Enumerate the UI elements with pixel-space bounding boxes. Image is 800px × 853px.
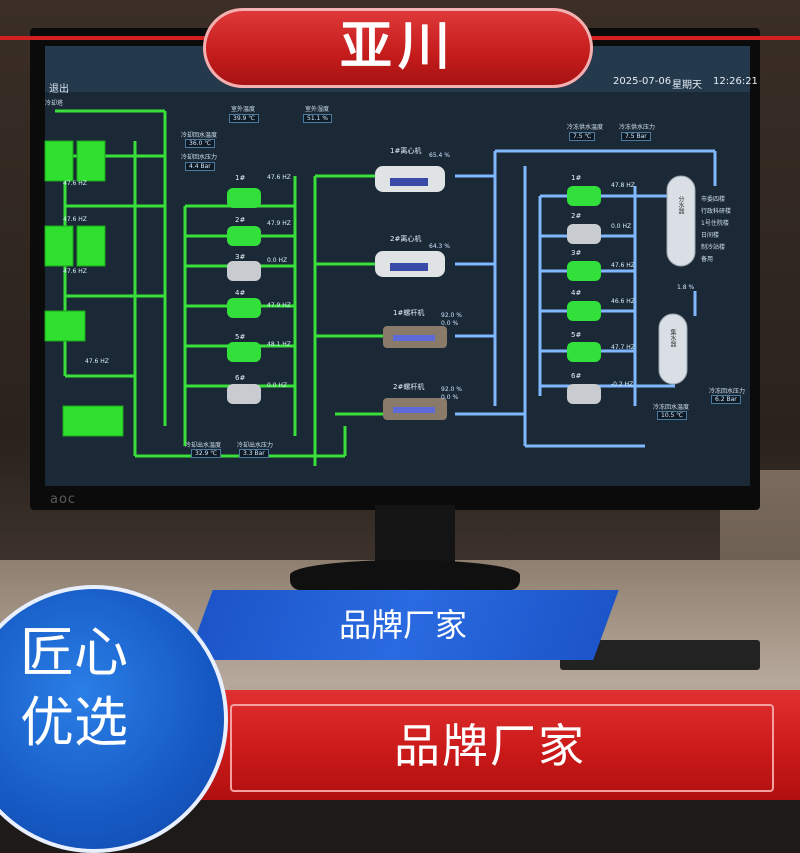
- tower-freq: 47.6 HZ: [85, 358, 109, 365]
- bypass-valve-value: 1.8 %: [677, 284, 695, 291]
- monitor-stand-base: [290, 560, 520, 590]
- chilled-pump-freq: 47.8 HZ: [611, 182, 635, 189]
- monitor-brand-logo: aoc: [50, 492, 77, 507]
- cooling-pump-name: 2#: [235, 216, 246, 224]
- chiller-load-secondary: 0.0 %: [441, 394, 459, 401]
- branch-label: 日间楼: [701, 232, 720, 239]
- cooling-pump-name: 5#: [235, 333, 246, 341]
- chilled-pump-name: 4#: [571, 289, 582, 297]
- chiller-load: 65.4 %: [429, 152, 450, 159]
- outdoor-temp-label: 室外温度: [231, 106, 256, 113]
- ribbon-label: 品牌厂家: [338, 606, 467, 644]
- chw-supply-temp-label: 冷冻供水温度: [567, 124, 604, 131]
- cooling-pump-freq: 47.9 HZ: [267, 220, 291, 227]
- chw-supply-pressure-label: 冷冻供水压力: [619, 124, 656, 131]
- chiller-load-secondary: 0.0 %: [441, 320, 459, 327]
- chiller-name: 1#离心机: [390, 147, 422, 155]
- cooling-pump-freq: 48.1 HZ: [267, 341, 291, 348]
- chw-supply-temp-value: 7.5 ℃: [569, 132, 596, 141]
- bottom-bar: [180, 690, 800, 800]
- chilled-pump-freq: 0.0 HZ: [611, 223, 632, 230]
- chiller-name: 2#螺杆机: [393, 383, 425, 391]
- header-time: 12:26:21: [713, 76, 758, 87]
- cooling-tower-label: 冷却塔: [45, 100, 64, 107]
- cw-return-temp-value: 36.0 ℃: [185, 139, 216, 148]
- piping-diagram: [44, 109, 717, 466]
- chw-return-pressure-value: 6.2 Bar: [711, 395, 741, 404]
- chiller-load: 92.0 %: [441, 312, 462, 319]
- branch-label: 备用: [701, 256, 714, 263]
- chiller-name: 2#离心机: [390, 235, 422, 243]
- chw-return-pressure-label: 冷冻回水压力: [709, 388, 746, 395]
- branch-label: 市委四楼: [701, 196, 726, 203]
- bottom-bar-frame: [230, 704, 774, 792]
- scada-screen: 退出 2025-07-06 星期天 12:26:21: [44, 46, 758, 486]
- cooling-pump-freq: 47.6 HZ: [267, 174, 291, 181]
- tower-freq: 47.6 HZ: [63, 268, 87, 275]
- exit-button[interactable]: 退出: [49, 84, 69, 95]
- brand-title: 亚川: [339, 17, 456, 77]
- chilled-pump-name: 6#: [571, 372, 582, 380]
- badge-line-1: 匠心: [20, 621, 128, 684]
- chilled-pump-freq: -0.2 HZ: [611, 381, 634, 388]
- chw-return-temp-label: 冷冻回水温度: [653, 404, 690, 411]
- cooling-pump-freq: 0.0 HZ: [267, 382, 288, 389]
- branch-label: 1号住院楼: [701, 220, 729, 227]
- title-banner: [203, 8, 593, 88]
- header-weekday: 星期天: [672, 80, 702, 91]
- cw-supply-temp-label: 冷却出水温度: [185, 442, 222, 449]
- chiller-load: 64.3 %: [429, 243, 450, 250]
- chiller-load: 92.0 %: [441, 386, 462, 393]
- chw-return-temp-value: 10.5 ℃: [657, 411, 688, 420]
- chilled-pump-freq: 47.6 HZ: [611, 262, 635, 269]
- cw-supply-pressure-value: 3.3 Bar: [239, 449, 269, 458]
- cooling-pump-name: 6#: [235, 374, 246, 382]
- badge-line-2: 优选: [20, 691, 128, 754]
- cooling-pump-icons: [227, 188, 261, 404]
- chilled-pump-name: 5#: [571, 331, 582, 339]
- branch-label: 行政科研楼: [701, 208, 732, 215]
- outdoor-humidity-label: 室外湿度: [305, 106, 330, 113]
- chilled-pump-icons: [567, 186, 601, 404]
- cooling-pump-name: 4#: [235, 289, 246, 297]
- supply-header-label: 分水器: [677, 196, 684, 214]
- cw-return-temp-label: 冷却回水温度: [181, 132, 218, 139]
- cooling-tower-units: [44, 140, 124, 437]
- branch-label: 制冷站楼: [701, 244, 726, 251]
- cooling-pump-freq: 0.0 HZ: [267, 257, 288, 264]
- cooling-pump-name: 1#: [235, 174, 246, 182]
- return-header-vessel: [658, 313, 688, 385]
- supply-header-vessel: [666, 175, 696, 267]
- chilled-pump-name: 1#: [571, 174, 582, 182]
- chilled-pump-freq: 47.7 HZ: [611, 344, 635, 351]
- chilled-pump-freq: 46.6 HZ: [611, 298, 635, 305]
- chilled-water-pipes: [455, 149, 717, 448]
- chilled-pump-name: 2#: [571, 212, 582, 220]
- chiller-name: 1#螺杆机: [393, 309, 425, 317]
- cw-return-pressure-label: 冷却回水压力: [181, 154, 218, 161]
- cooling-pump-name: 3#: [235, 253, 246, 261]
- chilled-pump-name: 3#: [571, 249, 582, 257]
- cw-supply-pressure-label: 冷却出水压力: [237, 442, 274, 449]
- bottom-bar-label: 品牌厂家: [394, 719, 586, 773]
- cooling-pump-freq: 47.9 HZ: [267, 302, 291, 309]
- chiller-icons: [375, 166, 447, 420]
- tower-freq: 47.6 HZ: [63, 180, 87, 187]
- chw-supply-pressure-value: 7.5 Bar: [621, 132, 651, 141]
- cw-return-pressure-value: 4.4 Bar: [185, 162, 215, 171]
- return-header-label: 集水器: [669, 329, 676, 347]
- quality-badge: [0, 585, 228, 853]
- cw-supply-temp-value: 32.9 ℃: [191, 449, 222, 458]
- outdoor-temp-value: 39.9 ℃: [229, 114, 260, 123]
- outdoor-humidity-value: 51.1 %: [303, 114, 332, 123]
- tower-freq: 47.6 HZ: [63, 216, 87, 223]
- quality-badge-text: 匠心 优选: [20, 618, 190, 758]
- header-date: 2025-07-06: [613, 76, 672, 87]
